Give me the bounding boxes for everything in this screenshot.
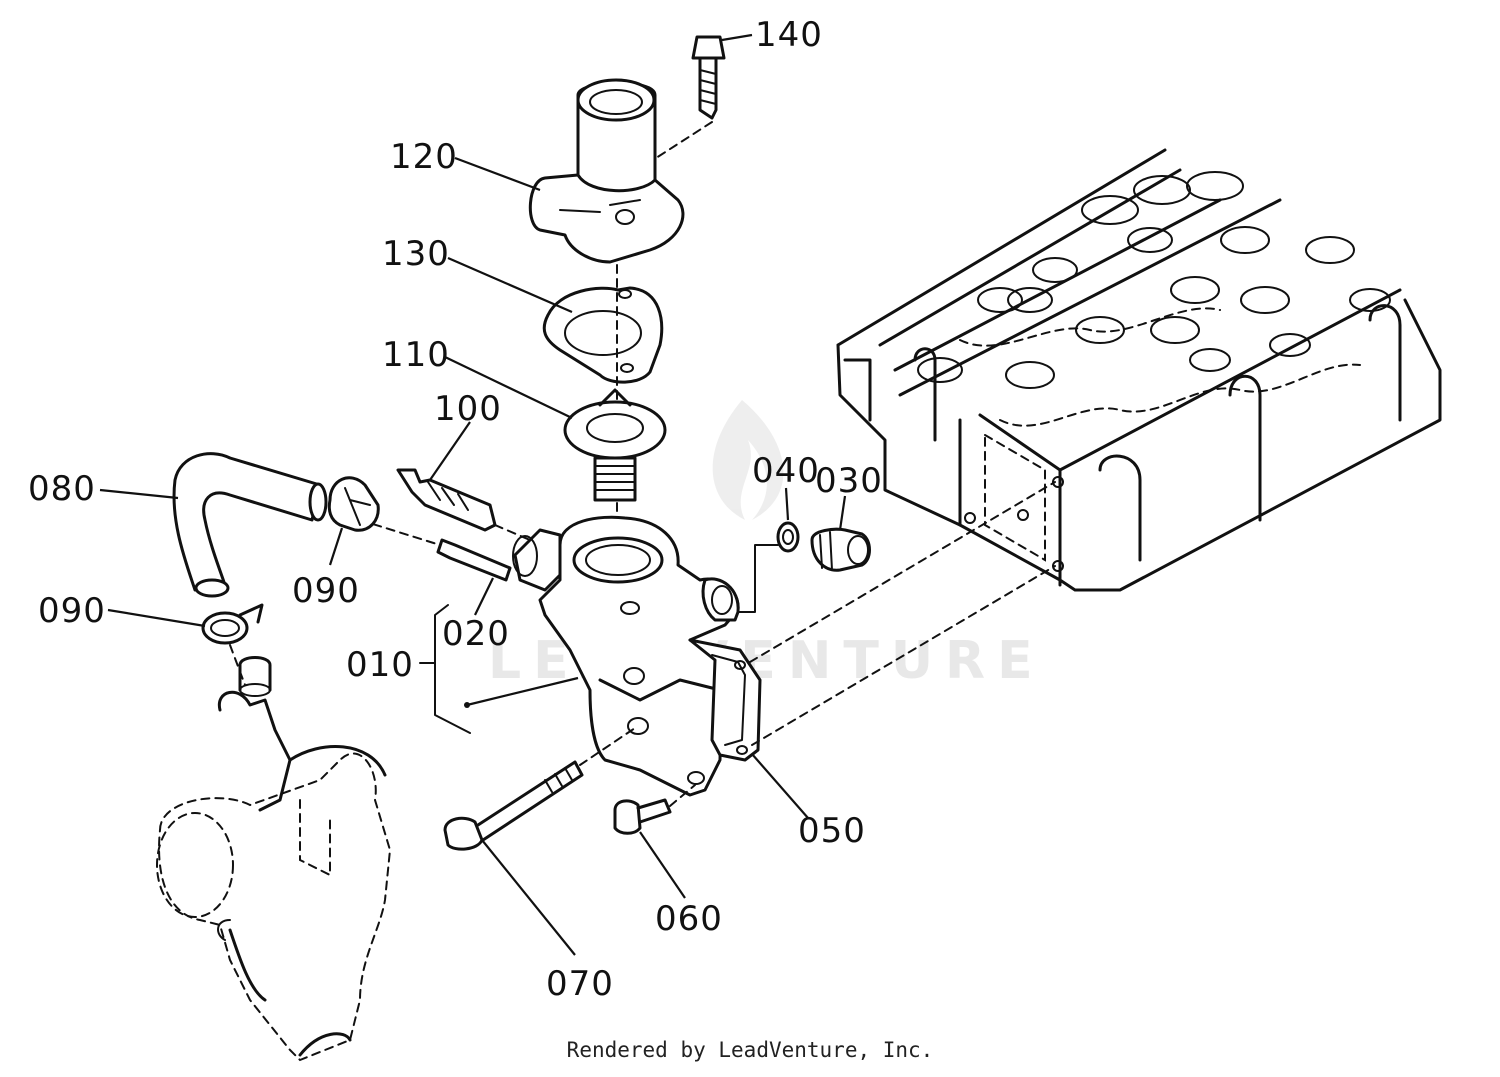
leader-lines (99, 33, 847, 956)
thermostat-110 (563, 388, 667, 502)
label-080: 080 (28, 469, 96, 509)
temperature-sensor-100 (396, 468, 497, 532)
label-060: 060 (655, 899, 723, 939)
sleeve-020 (436, 538, 512, 582)
label-040: 040 (752, 451, 820, 491)
hose-clamp-090-upper (327, 476, 380, 532)
label-140: 140 (755, 15, 823, 55)
bolt-140 (691, 35, 726, 120)
water-pump (156, 656, 392, 1062)
label-120: 120 (390, 137, 458, 177)
label-090-lower: 090 (38, 591, 106, 631)
label-090-upper: 090 (292, 571, 360, 611)
thermostat-housing-010 (512, 515, 740, 797)
bolt-070 (443, 760, 584, 851)
label-010: 010 (346, 645, 414, 685)
gasket-130 (542, 286, 664, 384)
assembly-bracket-010 (419, 604, 579, 734)
drain-bolt-060 (613, 798, 672, 835)
footer-credit: Rendered by LeadVenture, Inc. (566, 1038, 934, 1062)
hose-080 (172, 452, 328, 598)
label-030: 030 (815, 461, 883, 501)
label-020: 020 (442, 614, 510, 654)
gasket-050 (688, 638, 762, 762)
cylinder-head (836, 148, 1442, 592)
washer-040 (776, 521, 800, 553)
part-labels: 140 120 130 110 100 080 090 090 040 030 … (28, 15, 883, 1004)
label-110: 110 (382, 335, 450, 375)
hose-clamp-090-lower (201, 603, 264, 645)
label-070: 070 (546, 964, 614, 1004)
label-050: 050 (798, 811, 866, 851)
water-flange-120 (528, 78, 685, 264)
label-130: 130 (382, 234, 450, 274)
plug-030 (810, 527, 871, 572)
label-100: 100 (434, 389, 502, 429)
